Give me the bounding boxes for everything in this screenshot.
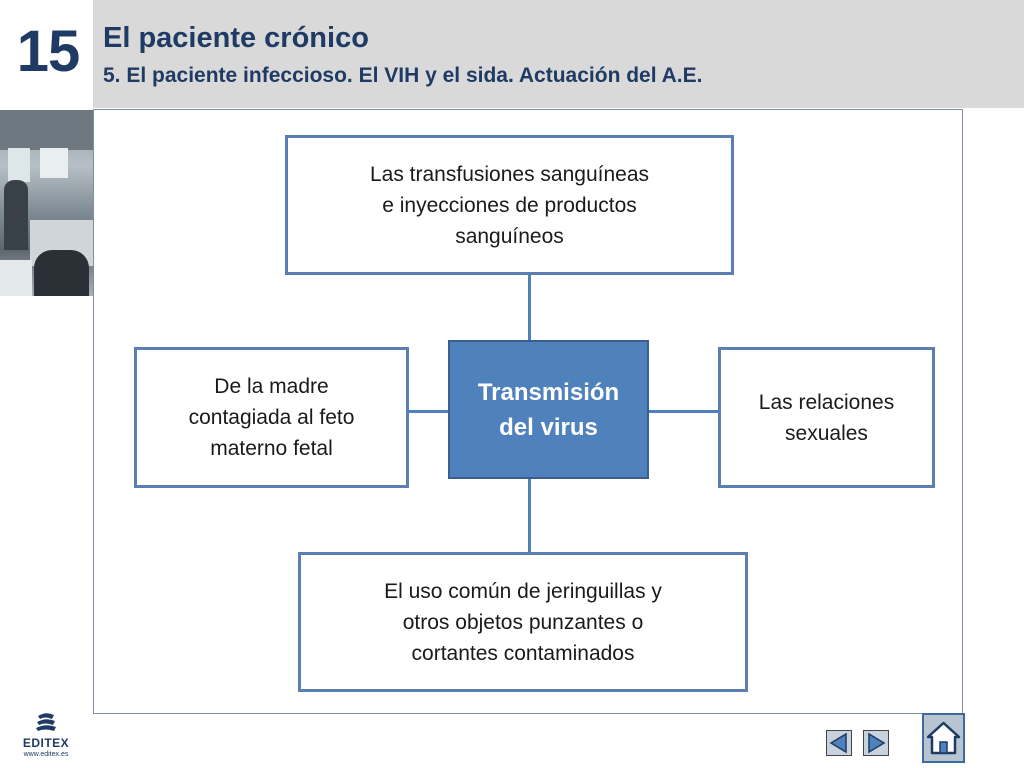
box-center-transmission: Transmisión del virus [448,340,649,479]
editex-logo-icon [36,713,56,731]
box-center-line-2: del virus [499,413,598,441]
box-left-line-3: materno fetal [210,437,333,460]
box-top-line-2: e inyecciones de productos [382,193,637,217]
connector-left [407,410,448,413]
editex-logo-text: EDITEX [22,736,70,750]
prev-button[interactable] [826,730,852,756]
triangle-left-icon [829,732,847,754]
box-bottom-line-1: El uso común de jeringuillas y [384,579,662,603]
triangle-right-icon [868,732,886,754]
box-bottom-line-2: otros objetos punzantes o [402,610,644,634]
box-right-sexual-relations: Las relaciones sexuales [718,347,935,488]
hospital-photo [0,110,93,296]
editex-logo-url: www.editex.es [23,751,69,758]
header-band [93,0,1024,108]
box-left-line-2: contagiada al feto [188,406,355,429]
house-icon [926,721,961,755]
box-top-line-1: Las transfusiones sanguíneas [369,162,650,186]
box-right-line-2: sexuales [785,421,868,445]
slide-subtitle: 5. El paciente infeccioso. El VIH y el s… [103,64,703,87]
box-center-line-1: Transmisión [477,378,620,406]
box-left-line-1: De la madre [214,375,329,398]
connector-right [649,410,719,413]
connector-top [528,274,531,340]
box-bottom-line-3: cortantes contaminados [411,641,635,665]
chapter-number: 15 [16,19,81,84]
editex-logo: EDITEX www.editex.es [18,712,74,762]
box-left-mother-fetus: De la madre contagiada al feto materno f… [134,347,409,488]
box-bottom-syringes: El uso común de jeringuillas y otros obj… [298,552,748,692]
next-button[interactable] [863,730,889,756]
connector-bottom [528,479,531,553]
slide-title: El paciente crónico [103,22,369,54]
home-button[interactable] [922,713,965,763]
box-right-line-1: Las relaciones [758,390,895,414]
box-top-line-3: sanguíneos [455,224,564,248]
box-top-transfusions: Las transfusiones sanguíneas e inyeccion… [285,135,734,275]
